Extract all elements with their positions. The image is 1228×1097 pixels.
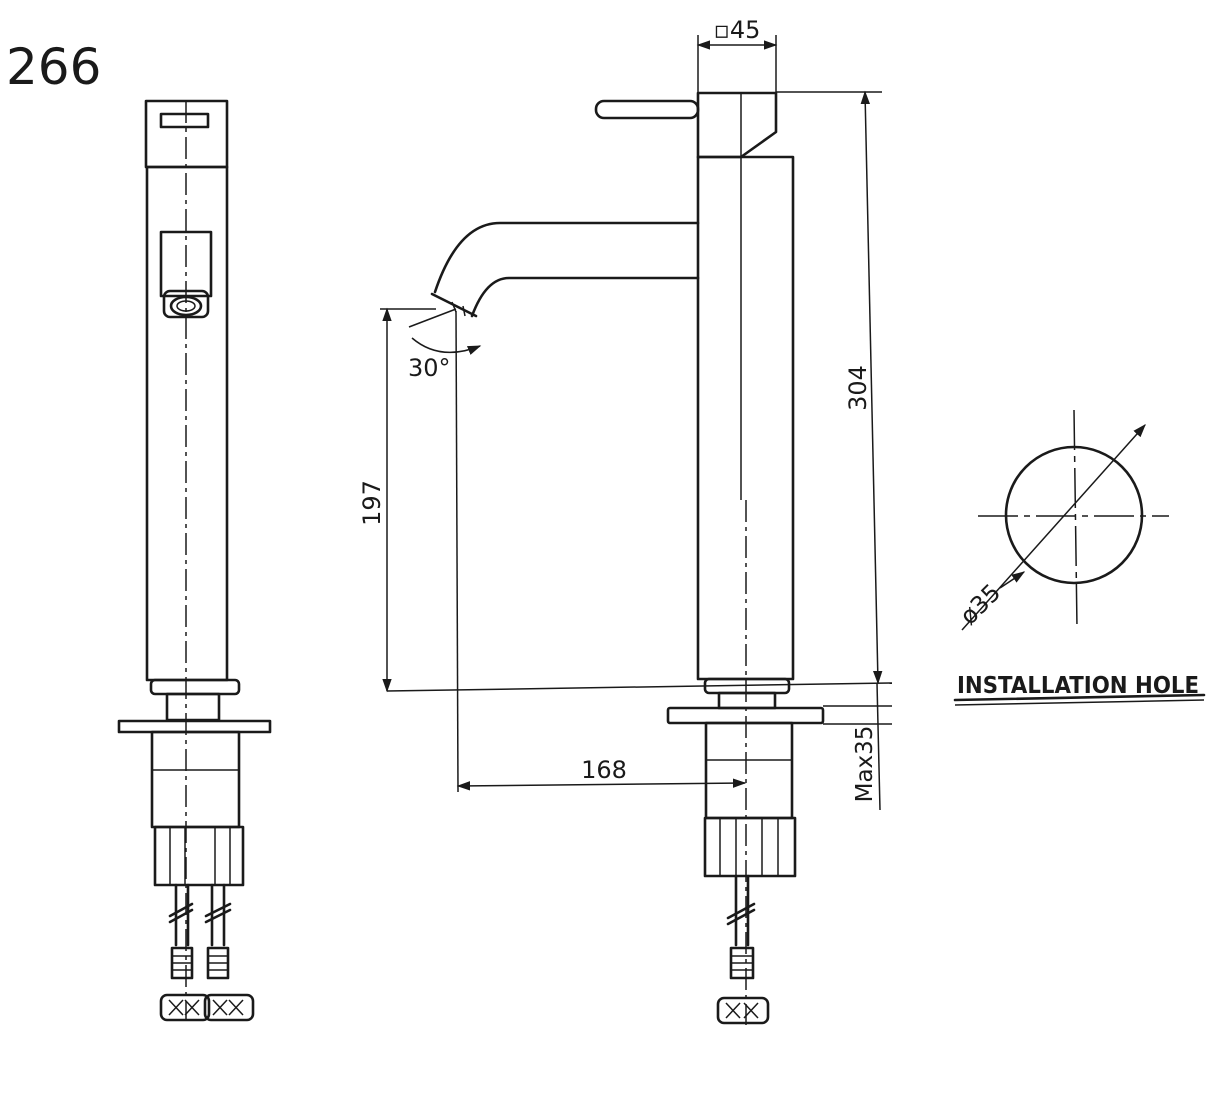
- side-lever: [594, 99, 700, 120]
- side-shank: [704, 721, 794, 820]
- side-spout: [433, 221, 700, 318]
- front-body: [145, 165, 229, 682]
- front-flexible-hoses: [159, 883, 255, 1022]
- height-total-label: 304: [844, 365, 872, 411]
- dimension-spout-angle: 30°: [408, 308, 482, 382]
- installation-hole-circle: [1004, 445, 1144, 585]
- caption-underline-2: [954, 699, 1205, 706]
- dimension-reach-168: 168: [455, 310, 747, 793]
- front-shank: [150, 730, 241, 829]
- spout-height-label: 197: [358, 480, 386, 526]
- spout-reach-label: 168: [581, 756, 627, 784]
- caption-underline-1: [953, 693, 1206, 702]
- front-nut: [153, 825, 245, 887]
- square-dimension-label: ▫45: [714, 16, 761, 44]
- side-handle-block: [696, 91, 778, 159]
- dimension-square-45: ▫45: [696, 16, 778, 155]
- front-handle-slot: [159, 112, 210, 129]
- side-nut: [703, 816, 797, 878]
- front-view: [117, 99, 272, 1022]
- front-deck-plate: [117, 719, 272, 734]
- front-base-collar: [149, 678, 241, 696]
- model-number: 266: [6, 38, 101, 96]
- dimension-height-304: 304: [776, 90, 883, 685]
- side-flexible-hose: [716, 874, 770, 1025]
- hole-diameter-label: ø35: [954, 578, 1006, 630]
- spout-angle-label: 30°: [408, 354, 451, 382]
- max-deck-label: Max35: [852, 726, 878, 803]
- side-view: ▫45 304 197 30° 168: [358, 16, 893, 1025]
- installation-hole: ø35 INSTALLATION HOLE: [953, 409, 1206, 706]
- dimension-max-deck: Max35: [852, 682, 881, 811]
- dimension-spout-height-197: 197: [358, 307, 436, 693]
- deck-baseline: [386, 682, 893, 692]
